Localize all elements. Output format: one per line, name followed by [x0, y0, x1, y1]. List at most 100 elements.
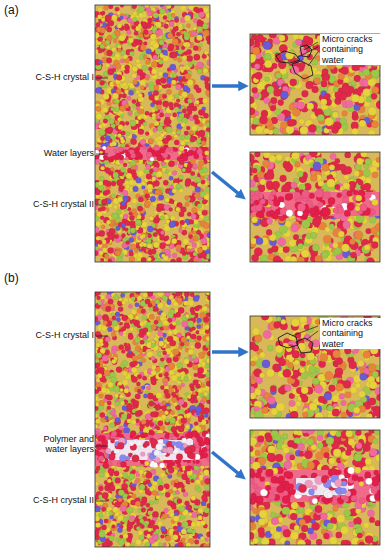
atom: [184, 196, 188, 200]
atom: [103, 180, 109, 186]
atom: [207, 133, 210, 137]
atom: [141, 185, 145, 189]
atom: [124, 23, 128, 27]
atom: [99, 230, 105, 236]
atom: [159, 40, 164, 45]
atom: [158, 195, 164, 201]
atom: [203, 7, 209, 13]
atom: [103, 119, 108, 124]
atom: [150, 196, 156, 202]
atom: [181, 154, 187, 160]
atom: [175, 244, 181, 250]
atom: [163, 72, 168, 77]
atom: [119, 155, 124, 160]
atom: [130, 244, 136, 250]
atom: [171, 80, 176, 85]
atom: [147, 18, 152, 23]
atom: [156, 22, 162, 28]
atom: [163, 138, 169, 144]
atom: [96, 113, 102, 119]
atom: [199, 110, 205, 116]
atom: [151, 177, 155, 181]
atom: [176, 84, 182, 90]
atom: [143, 145, 147, 149]
atom: [129, 256, 135, 262]
atom: [205, 90, 210, 95]
atom: [162, 101, 168, 107]
atom: [100, 44, 105, 49]
atom: [132, 5, 137, 9]
atom: [170, 64, 176, 70]
atom: [154, 96, 158, 100]
atom: [95, 205, 98, 210]
atom: [123, 163, 127, 167]
atom-group: [95, 292, 210, 547]
atom: [183, 42, 188, 47]
atom: [123, 54, 128, 59]
atom: [207, 39, 210, 44]
atom: [116, 64, 122, 70]
atom: [102, 146, 106, 150]
atom: [143, 55, 147, 59]
atom: [155, 190, 160, 195]
atom: [144, 5, 149, 8]
atom: [95, 26, 101, 32]
atom: [95, 250, 98, 256]
atom: [101, 206, 106, 211]
atom: [197, 204, 202, 209]
atom: [110, 107, 114, 111]
atom: [200, 175, 204, 179]
atom: [153, 90, 159, 96]
atom: [152, 152, 157, 157]
atom: [182, 109, 187, 114]
atom: [132, 80, 137, 85]
atom: [190, 137, 195, 142]
atom: [165, 117, 171, 123]
atom: [172, 253, 177, 258]
atom: [122, 94, 127, 99]
atom: [118, 147, 123, 152]
atom: [124, 149, 128, 153]
atom: [105, 63, 109, 67]
atom: [157, 171, 163, 177]
atom: [204, 151, 209, 156]
atom: [169, 222, 175, 228]
atom: [169, 176, 174, 181]
atom: [147, 243, 152, 248]
atom: [108, 20, 114, 26]
atom: [204, 175, 208, 179]
atom: [160, 133, 165, 138]
atom: [131, 169, 136, 174]
atom: [192, 147, 197, 152]
atom: [202, 199, 207, 204]
atom: [159, 113, 164, 118]
atom: [192, 164, 197, 169]
atom: [124, 104, 129, 109]
csh-column: [95, 5, 210, 262]
atom: [186, 126, 190, 130]
atom: [136, 102, 141, 107]
atom: [141, 257, 147, 262]
atom: [175, 107, 179, 111]
atom: [153, 232, 158, 237]
atom: [177, 58, 181, 62]
atom: [146, 48, 152, 54]
atom: [134, 249, 138, 253]
atom: [102, 542, 109, 547]
atom: [106, 50, 112, 56]
atom: [100, 216, 104, 220]
atom: [134, 31, 139, 36]
atom: [109, 119, 114, 124]
atom: [203, 68, 208, 73]
atom: [144, 201, 150, 207]
atom: [153, 254, 157, 258]
atom: [136, 90, 140, 94]
atom: [163, 256, 168, 261]
atom: [136, 177, 142, 183]
atom: [95, 189, 100, 195]
atom: [123, 15, 128, 20]
atom: [143, 122, 147, 126]
atom: [162, 152, 168, 158]
atom: [170, 259, 175, 262]
